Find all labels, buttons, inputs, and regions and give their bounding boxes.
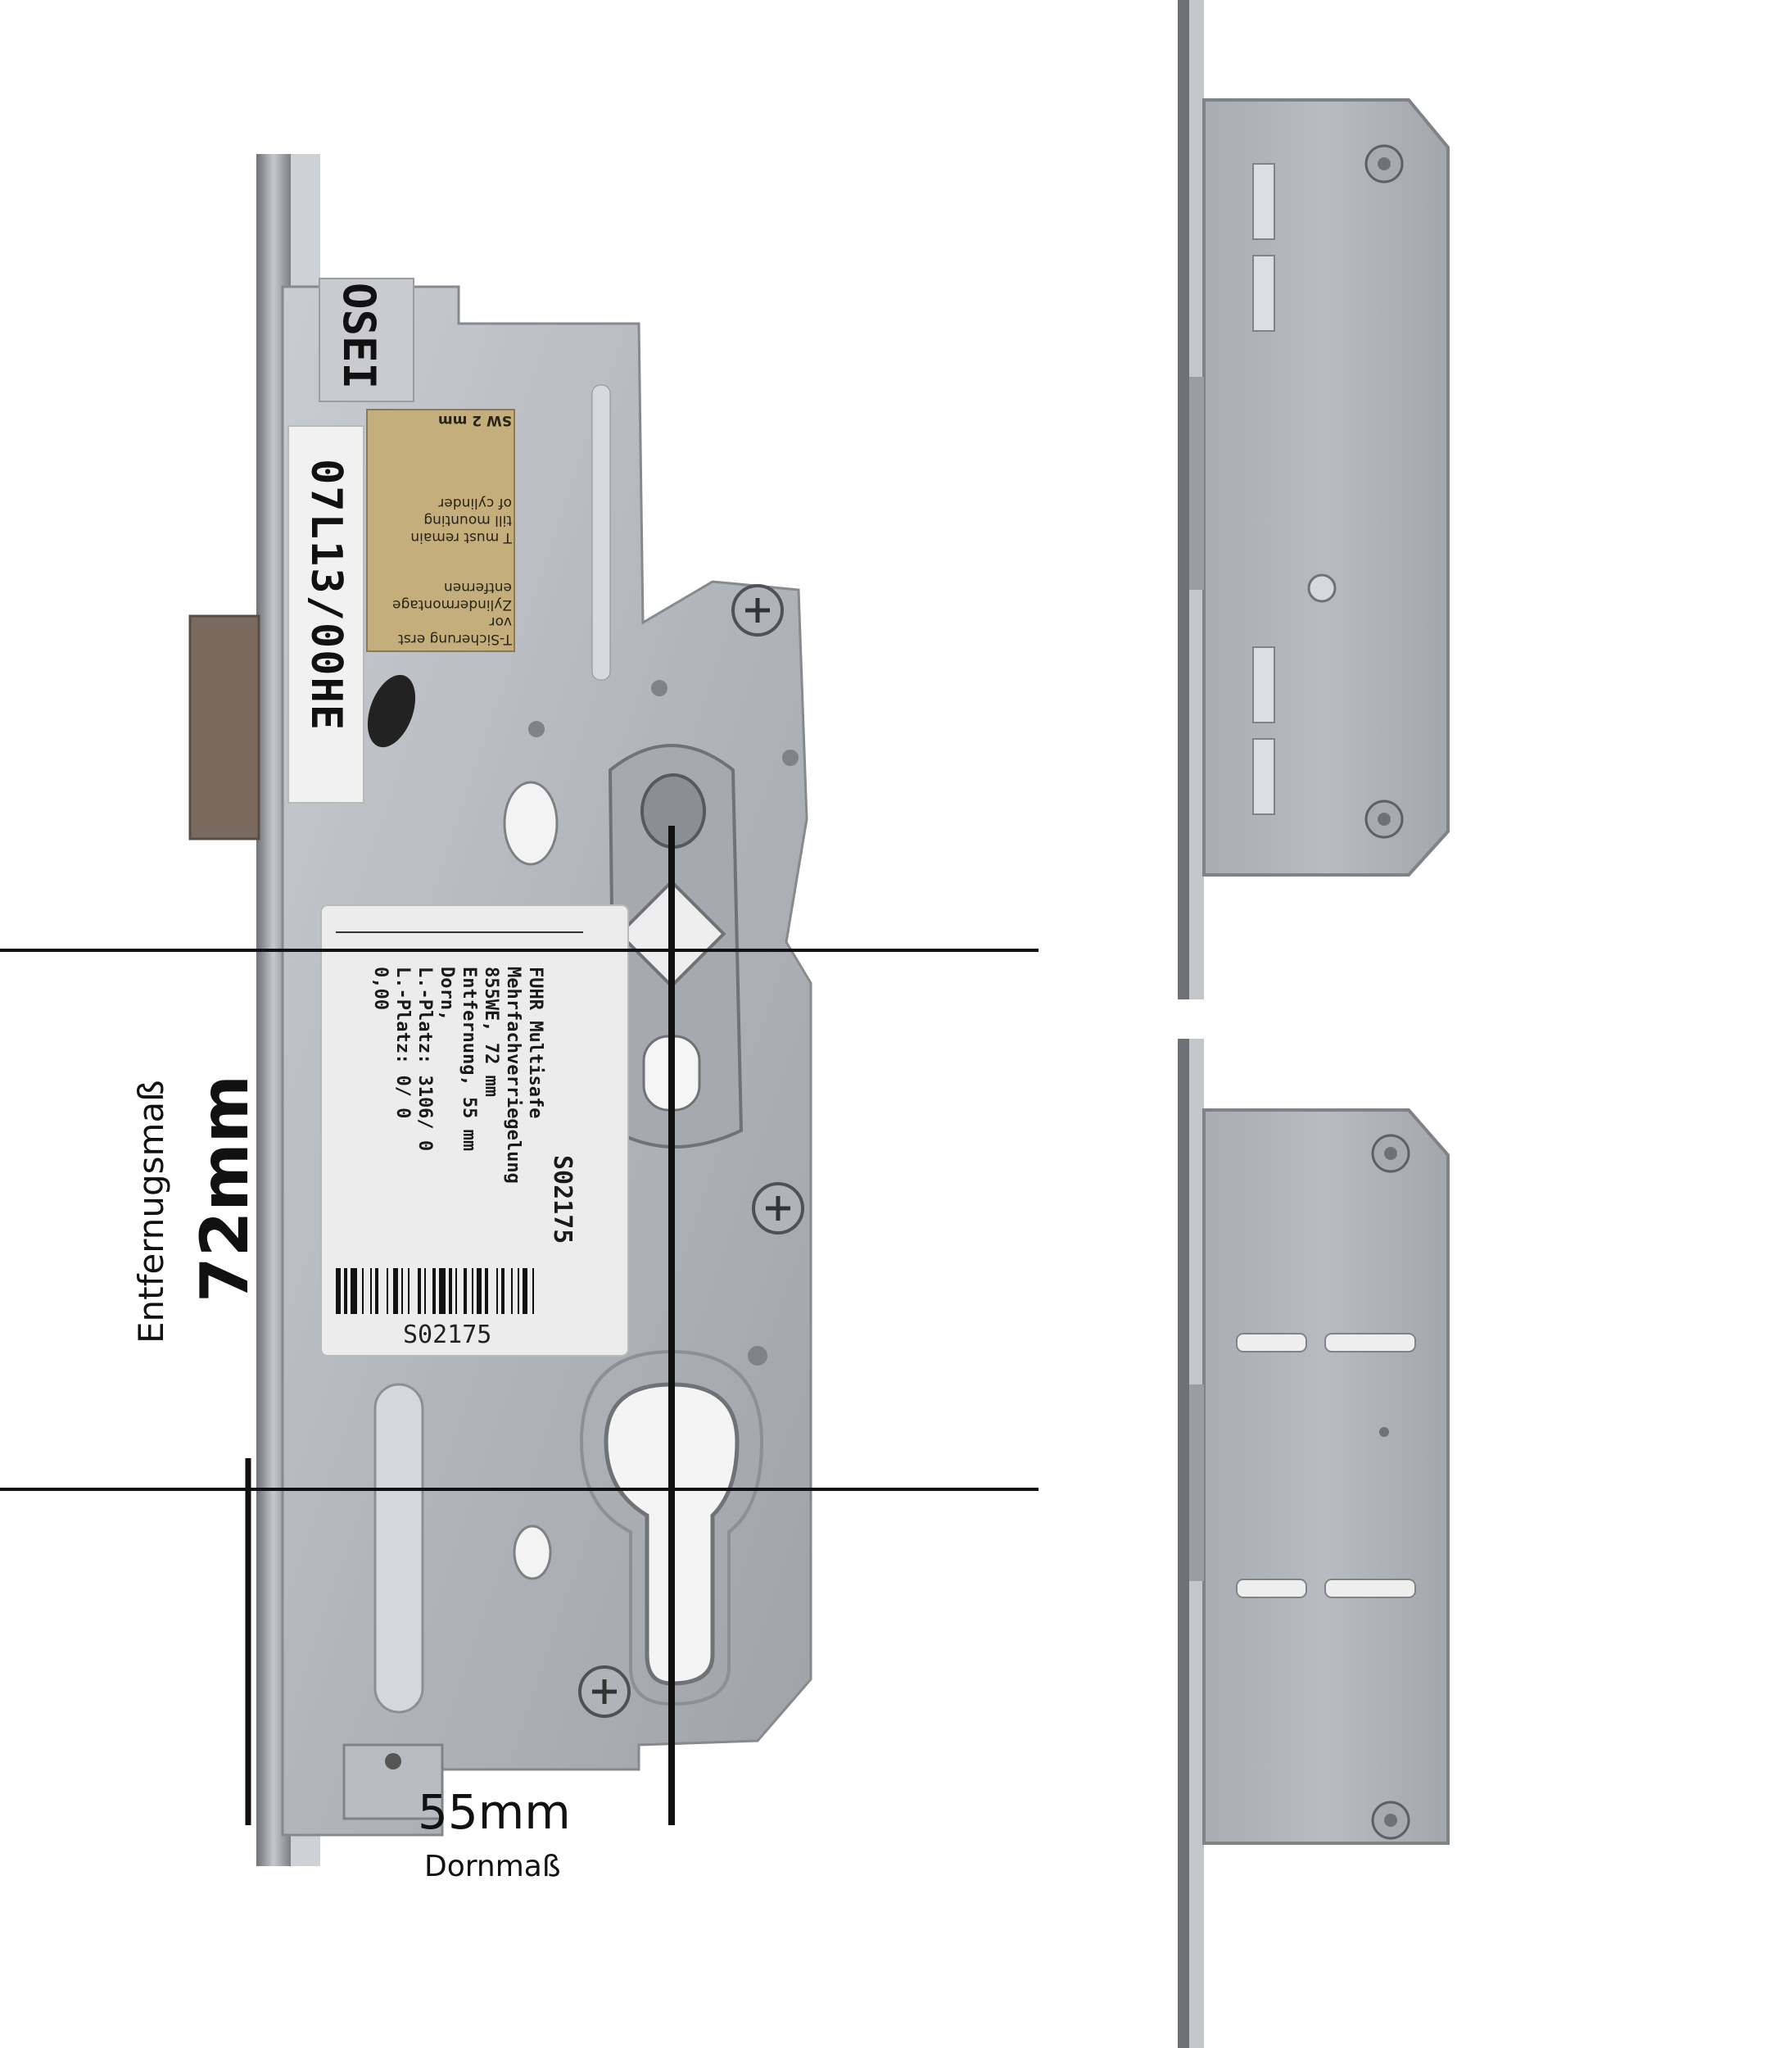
upper-hole <box>503 781 559 866</box>
barcode-bar <box>523 1268 527 1314</box>
distance-value: 72mm <box>187 1074 263 1303</box>
barcode-bar <box>336 1268 341 1314</box>
lower-guide-slot <box>373 1383 424 1714</box>
measurement-lines <box>0 826 1039 1825</box>
barcode-bar <box>408 1268 410 1314</box>
barcode-bar <box>375 1268 378 1314</box>
tumbler-lever <box>367 674 416 748</box>
barcode-bar <box>432 1268 436 1314</box>
vertical-tag-text: 07L13/00HE <box>301 459 351 732</box>
gold-warning-sticker <box>366 409 515 652</box>
barcode-bar <box>501 1268 505 1314</box>
rail-strip-upper <box>1178 0 1189 999</box>
barcode-bar <box>455 1268 457 1314</box>
barcode-bar <box>532 1268 534 1314</box>
screw-icon <box>752 1182 804 1235</box>
barcode-bar <box>387 1268 388 1314</box>
top-tag <box>319 278 414 402</box>
barcode-bar <box>401 1268 403 1314</box>
latch-bolt-block <box>190 616 259 839</box>
barcode-bar <box>518 1268 519 1314</box>
upper-guide-slot <box>591 384 611 681</box>
barcode-bar <box>418 1268 421 1314</box>
sticker-line2: Mehrfachverriegelung <box>503 967 523 1184</box>
sticker-line6: L.-Platz: 3106/ 0 <box>414 967 435 1152</box>
lower-keeper <box>1178 1039 1450 2048</box>
top-tag-text: OSEI <box>333 283 385 390</box>
barcode-bar <box>393 1268 398 1314</box>
product-sticker <box>320 904 629 1357</box>
sticker-en-line2: till mounting <box>423 512 512 528</box>
barcode-bar <box>496 1268 498 1314</box>
barcode-bar <box>485 1268 488 1314</box>
barcode-bar <box>449 1268 452 1314</box>
gold-sticker-text: T-Sicherung erst vor Zylindermontage ent… <box>373 412 512 647</box>
barcode-bar <box>464 1268 467 1314</box>
distance-label: Entfernugsmaß <box>131 1080 171 1343</box>
center-rivet <box>1307 573 1337 603</box>
product-sticker-text: S02175 FUHR Multisafe Mehrfachverriegelu… <box>369 967 577 1244</box>
sticker-line1: FUHR Multisafe <box>525 967 545 1119</box>
rail-strip-lower <box>1178 1039 1189 2048</box>
upper-keeper <box>1178 0 1450 999</box>
barcode-bar <box>511 1268 513 1314</box>
backset-label: Dornmaß <box>424 1850 561 1883</box>
barcode-bar <box>439 1268 446 1314</box>
barcode-bar <box>370 1268 372 1314</box>
lower-keeper-plate <box>1202 1108 1450 1845</box>
sticker-de-line2: vor Zylindermontage <box>392 596 512 630</box>
sticker-de-line3: entfernen <box>443 579 512 596</box>
sticker-line4: Entfernung, 55 mm <box>459 967 479 1152</box>
lower-hole <box>513 1525 552 1580</box>
upper-keeper-plate <box>1202 98 1450 877</box>
sticker-en-line1: T must remain <box>410 529 512 546</box>
backset-value: 55mm <box>418 1784 571 1840</box>
sticker-code: S02175 <box>548 1155 577 1244</box>
barcode-bar <box>477 1268 482 1314</box>
sticker-line5: Dorn, <box>437 967 457 1022</box>
sticker-line3: 855WE, 72 mm <box>481 967 501 1097</box>
barcode-bar <box>344 1268 347 1314</box>
barcode-bar <box>424 1268 426 1314</box>
vertical-tag <box>287 425 364 804</box>
screw-icon <box>578 1665 631 1718</box>
barcode-bars <box>336 1268 534 1314</box>
sticker-line8: 0,00 <box>370 967 391 1010</box>
barcode-bar <box>472 1268 473 1314</box>
barcode-bar <box>362 1268 364 1314</box>
barcode-caption: S02175 <box>403 1321 492 1349</box>
screw-icon <box>731 584 784 637</box>
sticker-de-line1: T-Sicherung erst <box>398 631 512 647</box>
sticker-tool: SW 2 mm <box>437 412 512 428</box>
sticker-line7: L.-Platz: 0/ 0 <box>392 967 413 1119</box>
main-lock-body <box>188 154 812 1866</box>
barcode-bar <box>351 1268 357 1314</box>
sticker-en-line3: of cylinder <box>438 495 512 511</box>
